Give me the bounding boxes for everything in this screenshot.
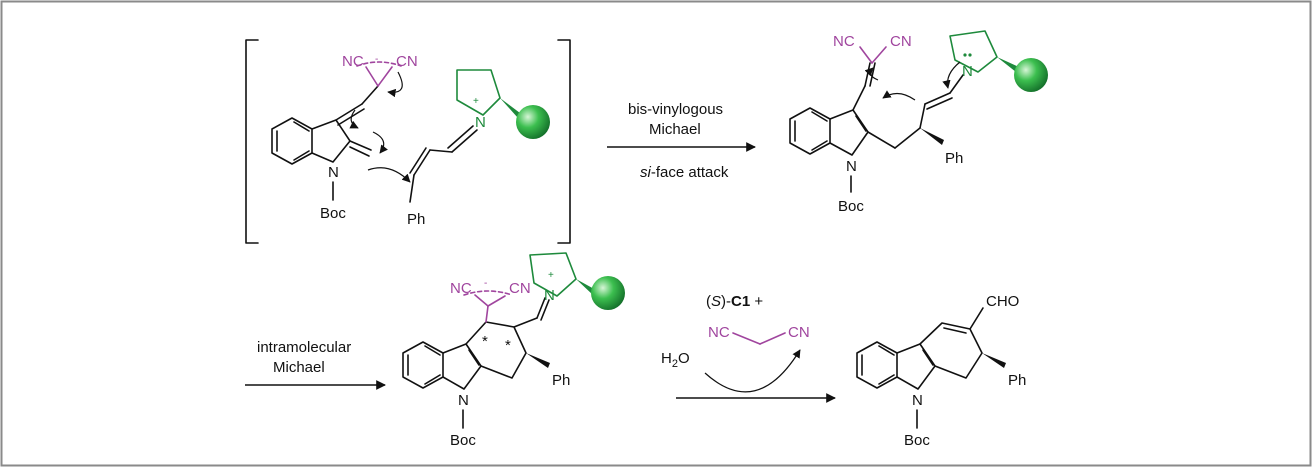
atom-ph-2: Ph [945,150,963,167]
plus-charge-2: + [548,270,554,281]
atom-boc-3: Boc [450,432,476,449]
hydrolysis-arrow-group: H2O (S)-C1 + NC CN [661,293,836,403]
step2-label-line1: intramolecular [257,339,351,356]
catalyst-sphere-3 [591,276,625,310]
atom-n-enamine: N [962,63,973,80]
stereo-star-1: * [482,333,488,350]
minus-charge-2: - [484,278,487,289]
atom-cn-2: CN [890,33,912,50]
step1-arrow-group: bis-vinylogous Michael si-face attack [607,101,756,181]
atom-cho: CHO [986,293,1019,310]
atom-nc-2: NC [833,33,855,50]
minus-charge-1: - [375,54,378,65]
atom-cn-3: CN [509,280,531,297]
left-bracket [245,39,259,244]
step2-arrow-group: intramolecular Michael [245,339,386,390]
atom-n-iminium-2: N [544,287,555,304]
atom-boc-4: Boc [904,432,930,449]
step1-face-label: si-face attack [640,164,729,181]
atom-nc-3: NC [450,280,472,297]
intermediate-bracketed: N Boc NC CN - N + Ph [245,39,571,244]
water-label: H2O [661,350,690,370]
cyclized-iminium: N Boc * * Ph NC CN - N + [402,252,625,449]
catalyst-sphere-1 [516,105,550,139]
atom-nc-1: NC [342,53,364,70]
atom-ph-3: Ph [552,372,570,389]
product-aldehyde: N Boc Ph CHO [856,293,1026,449]
step1-label-line1: bis-vinylogous [628,101,723,118]
atom-ph-1: Ph [407,211,425,228]
atom-nc-4: NC [708,324,730,341]
atom-ph-4: Ph [1008,372,1026,389]
atom-n-indole-3: N [458,392,469,409]
byproduct-label: (S)-C1 + [706,293,763,310]
atom-boc-2: Boc [838,198,864,215]
atom-cn-4: CN [788,324,810,341]
atom-n-indole-4: N [912,392,923,409]
atom-boc-1: Boc [320,205,346,222]
atom-n-indole-1: N [328,164,339,181]
stereo-star-2: * [505,337,511,354]
enamine-intermediate: N Boc NC CN Ph N [789,30,1048,215]
atom-cn-1: CN [396,53,418,70]
catalyst-sphere-2 [1014,58,1048,92]
right-bracket [557,39,571,244]
atom-n-iminium-1: N [475,114,486,131]
step2-label-line2: Michael [273,359,325,376]
step1-label-line2: Michael [649,121,701,138]
atom-n-indole-2: N [846,158,857,175]
hydrolysis-curved-arrow [704,349,801,393]
plus-charge-1: + [473,96,479,107]
